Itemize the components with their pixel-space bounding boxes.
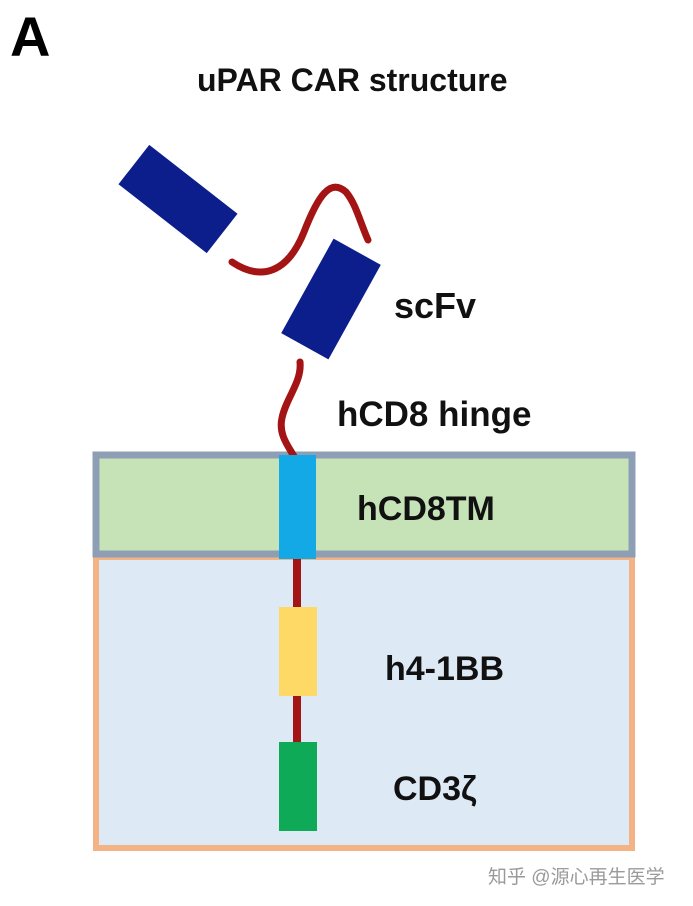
scfv-domain-lower	[281, 238, 381, 360]
cd3z-label: CD3ζ	[393, 770, 477, 808]
diagram-title: uPAR CAR structure	[197, 62, 508, 98]
hinge-label: hCD8 hinge	[337, 395, 532, 434]
membrane-region	[92, 451, 636, 558]
transmembrane-label: hCD8TM	[357, 490, 495, 528]
costim-label: h4-1BB	[385, 650, 505, 688]
tm-segment	[279, 455, 316, 559]
costim-segment	[279, 607, 317, 696]
panel-letter: A	[10, 5, 51, 68]
scfv-domain-upper	[118, 144, 238, 254]
scfv-label: scFv	[394, 285, 477, 326]
scfv-linker	[228, 183, 372, 276]
hinge-linker	[277, 358, 304, 464]
cd3z-segment	[279, 742, 317, 831]
cytoplasm-region	[93, 554, 635, 851]
watermark: 知乎 @源心再生医学	[488, 867, 665, 888]
